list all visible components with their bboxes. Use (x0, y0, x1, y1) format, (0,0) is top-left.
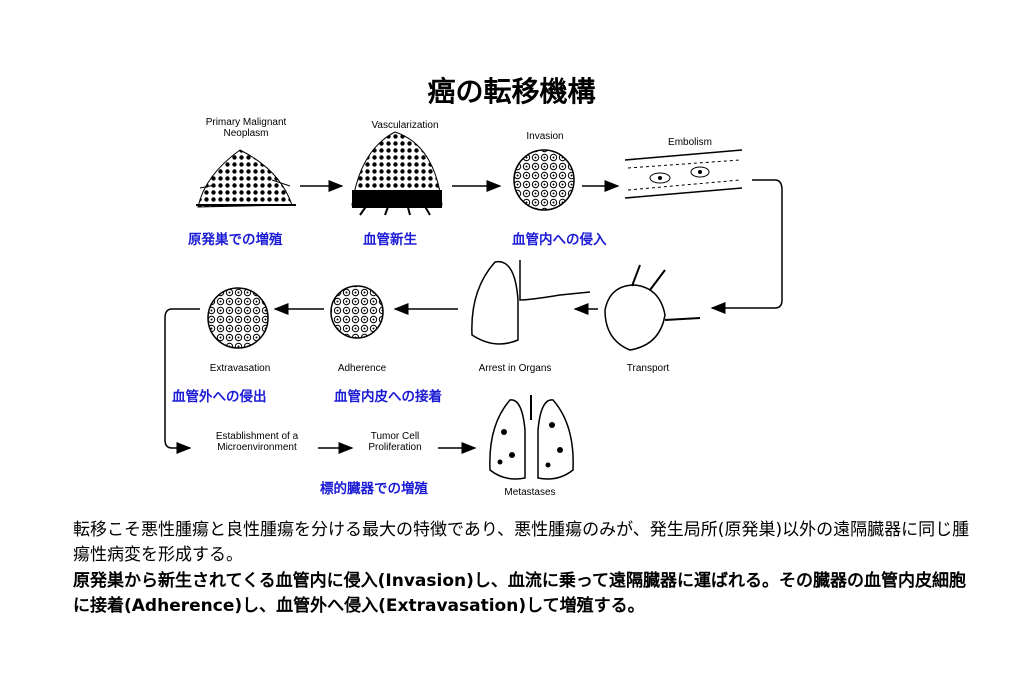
label-primary: Primary Malignant Neoplasm (205, 117, 287, 139)
tumor-tissue-icon (196, 149, 296, 208)
annotation-vascularization: 血管新生 (363, 232, 417, 248)
embolism-vessel-icon (624, 149, 743, 199)
label-transport: Transport (626, 363, 670, 374)
adherence-cell-icon (330, 285, 384, 339)
annotation-proliferation: 標的臓器での増殖 (320, 481, 428, 497)
lung-icon (471, 260, 591, 345)
annotation-invasion: 血管内への侵入 (512, 232, 607, 248)
label-vascularization: Vascularization (371, 120, 439, 131)
annotation-primary: 原発巣での増殖 (188, 232, 283, 248)
extravasation-cell-icon (207, 287, 269, 349)
connector-arrow (710, 179, 783, 314)
mechanism-paragraph: 原発巣から新生されてくる血管内に侵入(Invasion)し、血流に乗って遠隔臓器… (73, 571, 967, 616)
annotation-extravasation: 血管外への侵出 (172, 389, 267, 405)
label-invasion: Invasion (526, 131, 564, 142)
invasion-cell-icon (513, 149, 575, 211)
connector-arrow (164, 308, 200, 454)
annotation-adherence: 血管内皮への接着 (334, 389, 442, 405)
label-proliferation: Tumor Cell Proliferation (368, 431, 422, 453)
label-arrest: Arrest in Organs (478, 363, 552, 374)
vascularized-tumor-icon (351, 131, 443, 216)
heart-icon (604, 264, 701, 351)
label-establishment: Establishment of a Microenvironment (215, 431, 299, 453)
label-embolism: Embolism (668, 137, 712, 148)
description-paragraph: 転移こそ悪性腫瘍と良性腫瘍を分ける最大の特徴であり、悪性腫瘍のみが、発生局所(原… (73, 520, 970, 565)
page-title: 癌の転移機構 (427, 75, 596, 108)
label-metastases: Metastases (504, 487, 556, 498)
metastatic-lungs-icon (489, 395, 574, 480)
label-adherence: Adherence (337, 363, 387, 374)
label-extravasation: Extravasation (209, 363, 271, 374)
